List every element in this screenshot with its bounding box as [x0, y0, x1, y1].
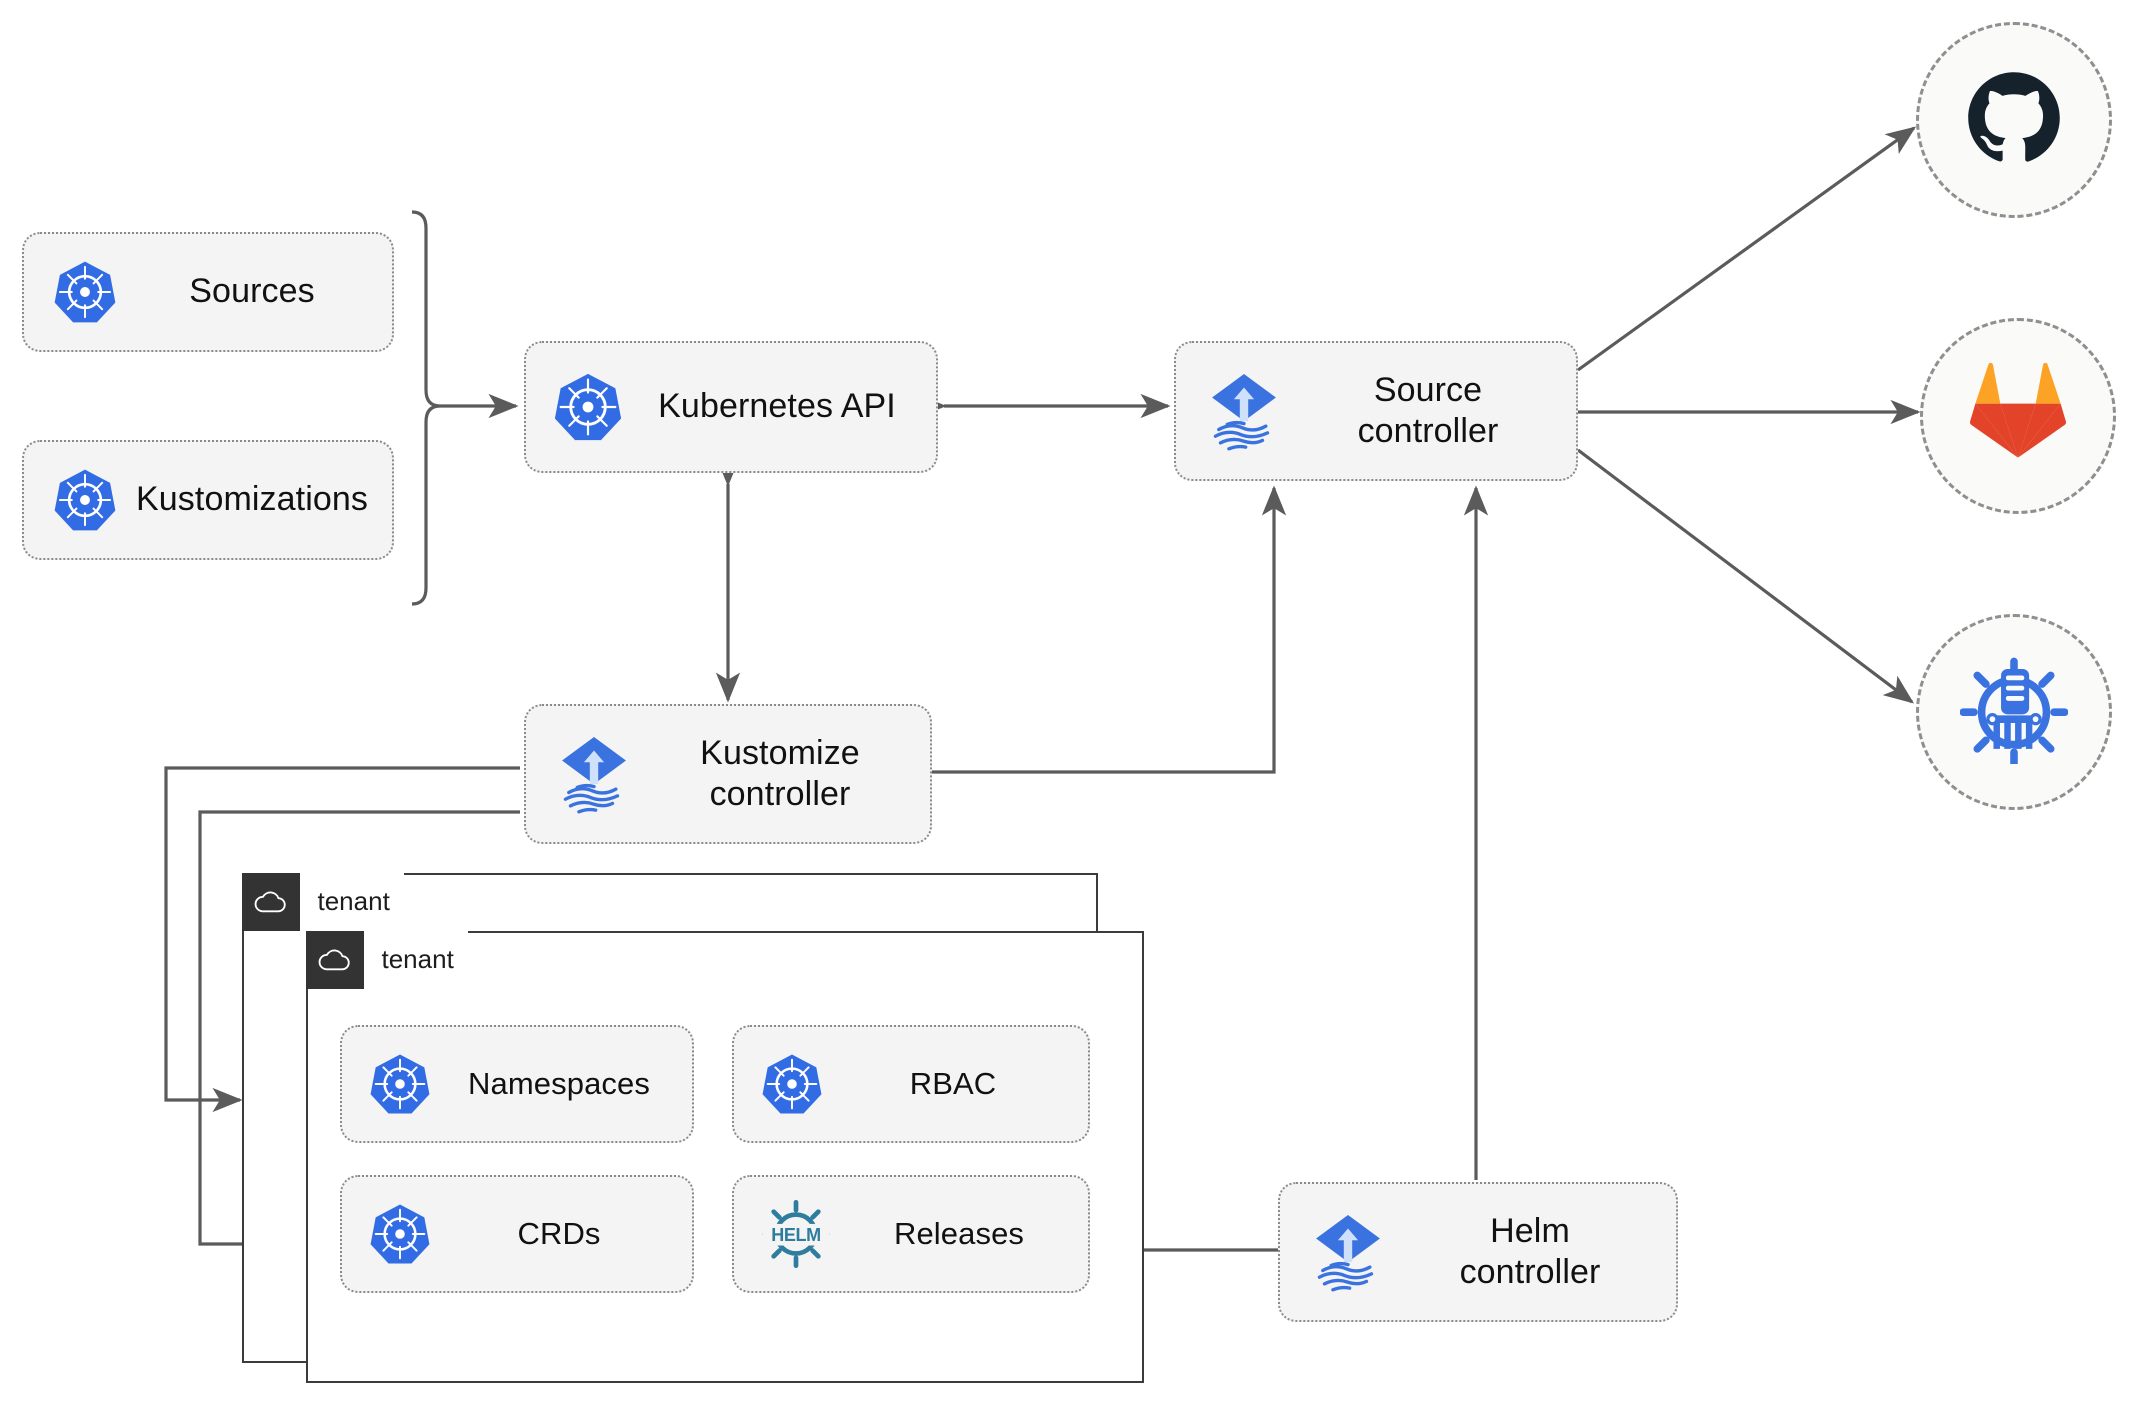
kubernetes-icon	[52, 467, 118, 533]
kubernetes-icon	[368, 1202, 432, 1266]
helm-wordmark: HELM	[771, 1225, 821, 1245]
node-label: Releases	[893, 1216, 1025, 1252]
node-label: Kustomizations	[136, 480, 368, 519]
node-label: Sources	[189, 272, 315, 311]
node-helm-controller[interactable]: Helm controller	[1278, 1182, 1678, 1322]
node-label: Source controller	[1357, 370, 1499, 450]
github-icon	[1962, 66, 2066, 175]
provider-helm-repository[interactable]	[1916, 614, 2112, 810]
node-crds[interactable]: CRDs	[340, 1175, 694, 1293]
tenant-box-inner[interactable]: tenant	[305, 930, 1144, 1383]
flux-icon	[1306, 1210, 1390, 1294]
flux-icon	[552, 732, 636, 816]
kubernetes-icon	[52, 259, 118, 325]
kubernetes-icon	[552, 371, 624, 443]
node-label: Kubernetes API	[658, 387, 896, 426]
kubernetes-icon	[368, 1052, 432, 1116]
provider-github[interactable]	[1916, 22, 2112, 218]
tenant-label: tenant	[299, 872, 404, 931]
gitlab-icon	[1966, 362, 2070, 471]
tenant-label: tenant	[363, 930, 468, 989]
node-sources[interactable]: Sources	[22, 232, 394, 352]
helm-icon: HELM	[756, 1198, 836, 1270]
node-label: Helm controller	[1459, 1211, 1601, 1291]
flux-icon	[1202, 369, 1286, 453]
node-namespaces[interactable]: Namespaces	[340, 1025, 694, 1143]
node-label: Namespaces	[468, 1066, 650, 1102]
tenant-tab: tenant	[241, 872, 404, 931]
node-kustomize-controller[interactable]: Kustomize controller	[524, 704, 932, 844]
helm-repository-icon	[1959, 656, 2069, 769]
node-rbac[interactable]: RBAC	[732, 1025, 1090, 1143]
cloud-icon	[305, 930, 364, 989]
provider-gitlab[interactable]	[1920, 318, 2116, 514]
node-releases[interactable]: HELM Releases	[732, 1175, 1090, 1293]
node-label: CRDs	[517, 1216, 601, 1252]
kubernetes-icon	[760, 1052, 824, 1116]
node-kustomizations[interactable]: Kustomizations	[22, 440, 394, 560]
node-label: Kustomize controller	[700, 733, 860, 813]
node-source-controller[interactable]: Source controller	[1174, 341, 1578, 481]
tenant-tab: tenant	[305, 930, 468, 989]
node-kubernetes-api[interactable]: Kubernetes API	[524, 341, 938, 473]
node-label: RBAC	[909, 1066, 997, 1102]
cloud-icon	[241, 872, 300, 931]
